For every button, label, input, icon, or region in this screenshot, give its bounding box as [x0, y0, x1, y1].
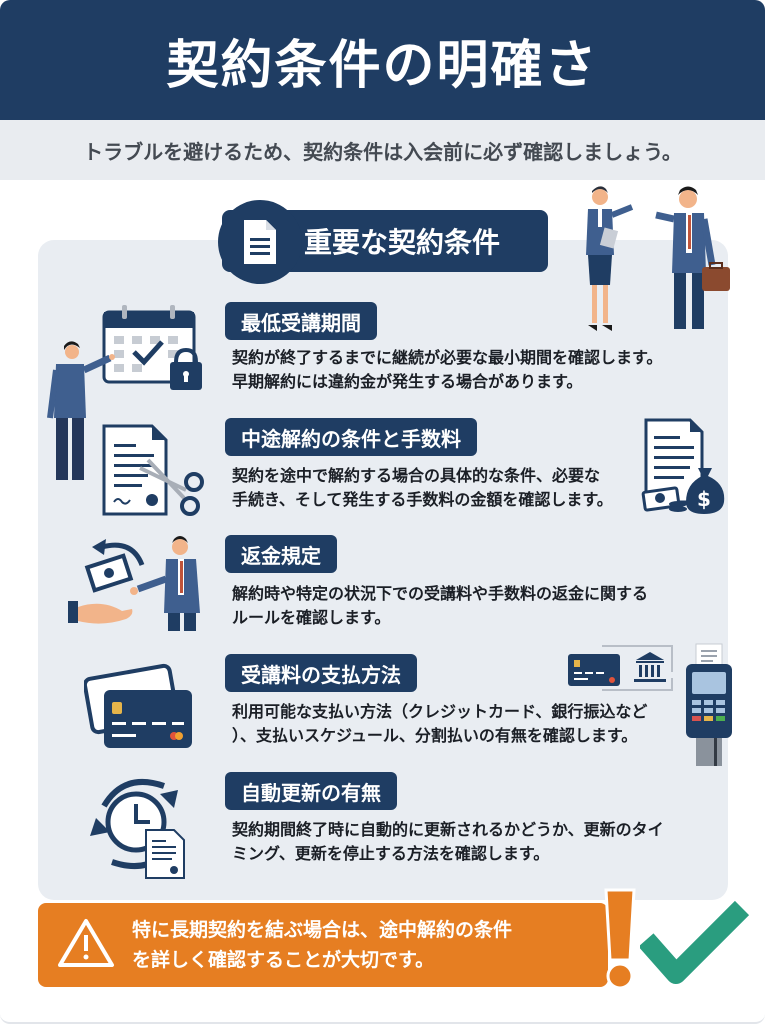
auto-renew-icon — [84, 772, 194, 880]
money-bag-document-icon: $ — [640, 418, 730, 516]
main-section-title: 重要な契約条件 — [304, 226, 501, 259]
card-terminal-icon — [684, 642, 738, 768]
section-text-cancellation-fees: 契約を途中で解約する場合の具体的な条件、必要な 手続き、そして発生する手数料の金… — [232, 466, 613, 509]
content-card — [0, 180, 765, 1024]
section-text-refund-policy: 解約時や特定の状況下での受講料や手数料の返金に関する ルールを確認します。 — [232, 584, 649, 627]
warning-triangle-icon — [56, 917, 116, 973]
section-label-payment-method: 受講料の支払方法 — [225, 654, 417, 692]
section-label-minimum-period: 最低受講期間 — [225, 302, 377, 340]
document-icon — [218, 200, 302, 284]
section-label-auto-renewal: 自動更新の有無 — [225, 772, 397, 810]
subtitle-bar: トラブルを避けるため、契約条件は入会前に必ず確認しましょう。 — [0, 120, 765, 180]
business-people-illustration — [570, 185, 740, 335]
checkmark-icon — [638, 900, 750, 990]
section-text-auto-renewal: 契約期間終了時に自動的に更新されるかどうか、更新のタイ ミング、更新を停止する方… — [232, 820, 664, 863]
refund-icon — [62, 535, 212, 635]
section-text-minimum-period: 契約が終了するまでに継続が必要な最小期間を確認します。 早期解約には違約金が発生… — [232, 348, 663, 391]
section-text-payment-method: 利用可能な支払い方法（クレジットカード、銀行振込など ）、支払いスケジュール、分… — [232, 702, 648, 745]
section-label-cancellation-fees: 中途解約の条件と手数料 — [225, 418, 477, 456]
section-label-refund-policy: 返金規定 — [225, 535, 337, 573]
page-title: 契約条件の明確さ — [166, 35, 599, 96]
svg-text:$: $ — [697, 487, 711, 511]
page-subtitle: トラブルを避けるため、契約条件は入会前に必ず確認しましょう。 — [83, 139, 682, 164]
header-banner: 契約条件の明確さ — [0, 0, 765, 120]
warning-text: 特に長期契約を結ぶ場合は、途中解約の条件 を詳しく確認することが大切です。 — [132, 919, 513, 971]
calendar-lock-icon — [44, 300, 214, 490]
contract-scissors-icon — [100, 422, 210, 518]
card-bank-icon — [566, 642, 676, 698]
warning-banner: 特に長期契約を結ぶ場合は、途中解約の条件 を詳しく確認することが大切です。 — [38, 903, 608, 987]
credit-card-icon — [82, 656, 196, 752]
exclamation-icon — [600, 886, 640, 990]
